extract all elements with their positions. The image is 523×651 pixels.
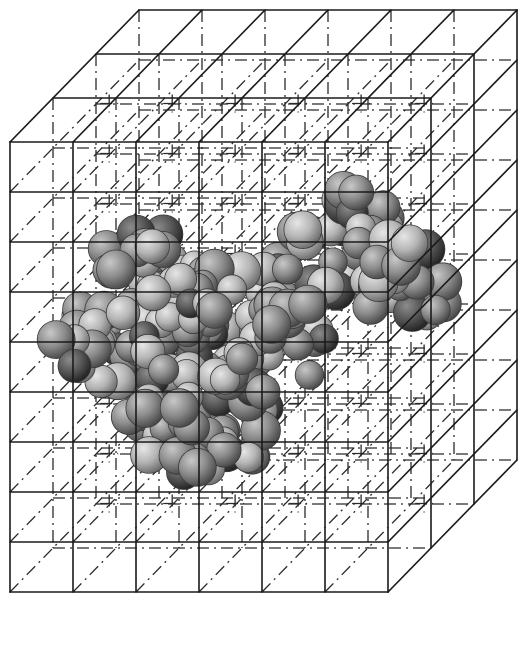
grid-line-depth bbox=[262, 10, 391, 142]
grid-line-depth bbox=[199, 10, 328, 142]
grid-line-depth bbox=[325, 310, 454, 442]
grid-line-depth bbox=[73, 10, 202, 142]
atom-sphere bbox=[289, 285, 327, 323]
grid-line-depth bbox=[325, 360, 454, 492]
grid-line-depth bbox=[262, 60, 391, 192]
grid-line-depth bbox=[388, 410, 517, 542]
grid-line-depth bbox=[10, 110, 139, 242]
atom-sphere bbox=[421, 295, 450, 324]
grid-line-depth bbox=[325, 460, 454, 592]
grid-line-depth bbox=[388, 360, 517, 492]
atom-sphere bbox=[309, 324, 338, 353]
atom-sphere bbox=[272, 254, 302, 284]
grid-line-depth bbox=[262, 460, 391, 592]
atom-sphere bbox=[295, 361, 324, 390]
grid-line-depth bbox=[136, 10, 265, 142]
grid-line-depth bbox=[325, 410, 454, 542]
grid-line-depth bbox=[10, 60, 139, 192]
atom-sphere bbox=[226, 343, 257, 374]
grid-line-depth bbox=[262, 410, 391, 542]
grid-line-depth bbox=[10, 10, 139, 142]
atom-sphere bbox=[97, 250, 136, 289]
atom-sphere bbox=[106, 296, 140, 330]
atom-sphere bbox=[126, 389, 164, 427]
atom-sphere bbox=[179, 448, 217, 486]
grid-line-depth bbox=[388, 110, 517, 242]
atom-sphere bbox=[149, 355, 179, 385]
atom-sphere bbox=[135, 229, 169, 263]
grid-line-depth bbox=[262, 360, 391, 492]
atom-sphere bbox=[196, 292, 232, 328]
atom-sphere bbox=[160, 389, 199, 428]
grid-line-depth bbox=[388, 10, 517, 142]
atom-sphere bbox=[253, 305, 291, 343]
grid-line-depth bbox=[325, 10, 454, 142]
grid-line-depth bbox=[388, 60, 517, 192]
grid-line-depth bbox=[136, 60, 265, 192]
grid-line-depth bbox=[388, 460, 517, 592]
grid-line-depth bbox=[10, 460, 139, 592]
grid-line-depth bbox=[199, 60, 328, 192]
atom-sphere bbox=[284, 211, 322, 249]
atom-sphere bbox=[58, 349, 91, 382]
grid-line-depth bbox=[73, 60, 202, 192]
